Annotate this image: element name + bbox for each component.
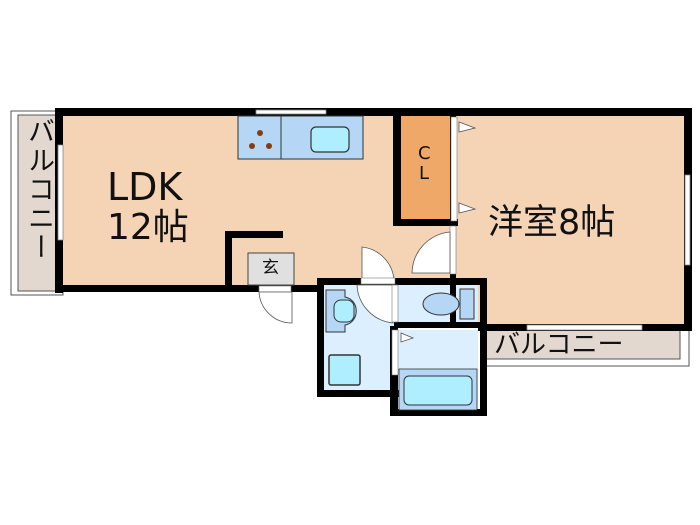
door-western-room (411, 225, 457, 275)
bathtub-icon (398, 368, 478, 411)
kitchen-counter (237, 115, 364, 160)
stove-burner-icon (257, 130, 263, 136)
entrance (247, 252, 295, 324)
washing-machine-icon (328, 354, 361, 386)
door-washroom (356, 246, 396, 324)
toilet-icon (422, 288, 475, 320)
ldk-size-label: 12帖 (107, 207, 189, 248)
sink-icon (310, 126, 350, 153)
washbasin-icon (325, 289, 357, 333)
balcony-left (10, 110, 64, 296)
closet-doors (450, 116, 477, 222)
stove-burner-icon (249, 143, 255, 149)
balcony-right-label: バルコニー (494, 330, 624, 360)
closet-label-c: C (418, 143, 431, 164)
closet-label-l: L (419, 163, 430, 184)
balcony-left-label: バルコニー (23, 117, 54, 262)
western-room-label: 洋室8帖 (488, 203, 616, 243)
stove-burner-icon (266, 143, 272, 149)
ldk-name-label: LDK (107, 165, 183, 209)
western-room-floor (455, 113, 685, 328)
toilet-door (391, 284, 399, 323)
entrance-label: 玄 (262, 258, 279, 278)
closet-floor (400, 115, 450, 221)
windows (57, 109, 691, 331)
bath-door (391, 329, 415, 376)
